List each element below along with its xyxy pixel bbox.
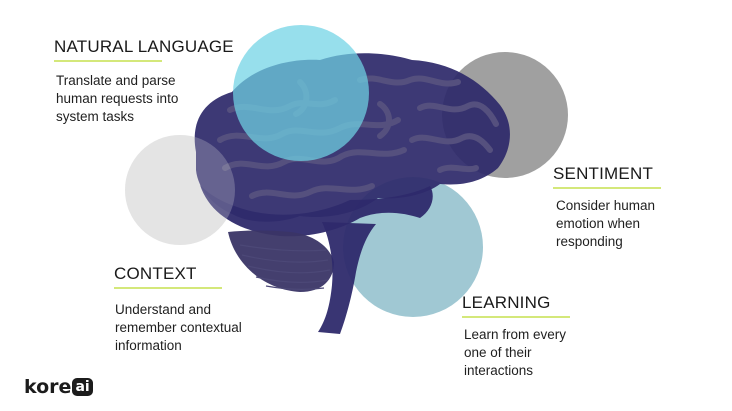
sentiment-rule	[553, 187, 661, 189]
sentiment-line-1: Consider human	[556, 198, 656, 213]
logo-badge: ai	[72, 378, 93, 396]
natural-language-title: NATURAL LANGUAGE	[54, 37, 234, 56]
context-rule	[114, 287, 222, 289]
natural-language-circle	[233, 25, 369, 161]
learning-line-2: one of their	[464, 345, 532, 360]
logo-text: kore	[24, 376, 72, 398]
sentiment-line-2: emotion when	[556, 216, 641, 231]
cerebellum-lines	[239, 244, 331, 290]
sentiment-line-3: responding	[556, 234, 623, 249]
context-overlay	[125, 135, 235, 245]
natural-language-line-2: human requests into	[56, 91, 179, 106]
context-line-2: remember contextual	[115, 320, 242, 335]
natural-language-line-3: system tasks	[56, 109, 135, 124]
brain-stem	[318, 222, 376, 334]
learning-rule	[462, 316, 570, 318]
natural-language-rule	[54, 60, 162, 62]
context-line-1: Understand and	[115, 302, 212, 317]
context-description: Understand and remember contextual infor…	[115, 301, 242, 355]
sentiment-title: SENTIMENT	[553, 164, 654, 183]
brain-temporal-lobe	[200, 185, 433, 237]
learning-title: LEARNING	[462, 293, 551, 312]
natural-language-line-1: Translate and parse	[56, 73, 176, 88]
natural-language-description: Translate and parse human requests into …	[56, 72, 178, 126]
context-line-3: information	[115, 338, 182, 353]
learning-line-3: interactions	[464, 363, 534, 378]
context-title: CONTEXT	[114, 264, 197, 283]
learning-line-1: Learn from every	[464, 327, 567, 342]
learning-description: Learn from every one of their interactio…	[464, 326, 566, 380]
sentiment-description: Consider human emotion when responding	[556, 197, 655, 251]
